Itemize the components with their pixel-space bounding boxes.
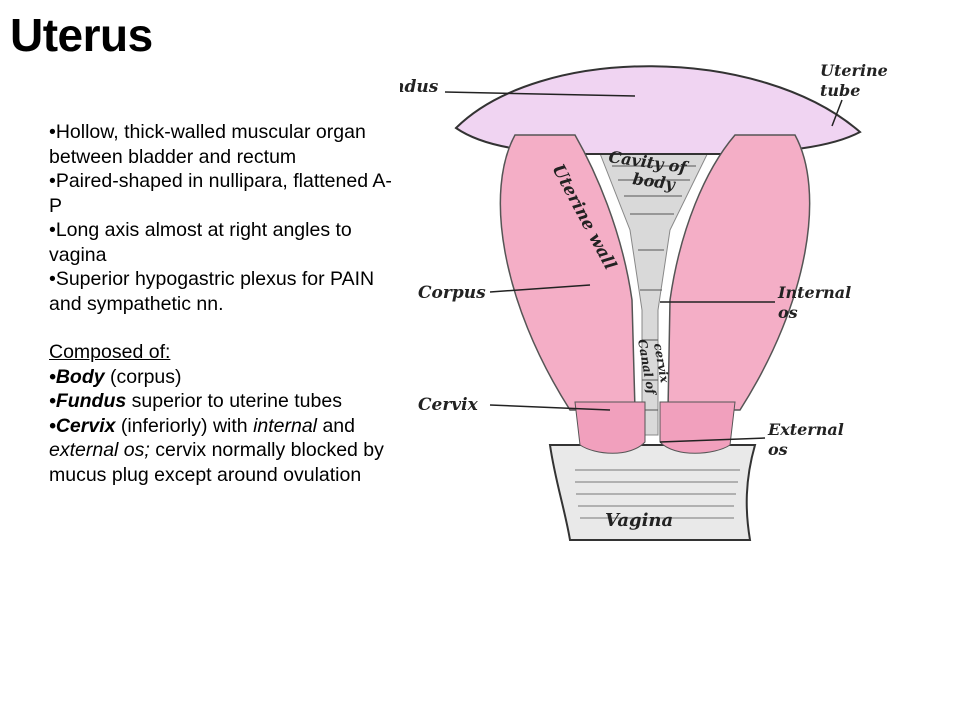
cervix-right bbox=[659, 401, 736, 454]
label-uterine-tube-1: Uterine bbox=[820, 61, 888, 80]
uterus-diagram: Fundus Uterine tube Cavity of body Uteri… bbox=[400, 61, 888, 541]
left-uterine-wall bbox=[499, 134, 636, 411]
description-text: •Hollow, thick-walled muscular organ bet… bbox=[49, 120, 394, 487]
slide-title: Uterus bbox=[10, 9, 153, 61]
composed-fundus: •Fundus superior to uterine tubes bbox=[49, 390, 342, 412]
composed-cervix: •Cervix (inferiorly) with internal and e… bbox=[49, 414, 384, 486]
corpus-leader bbox=[489, 284, 591, 293]
uterine-cavity bbox=[589, 127, 721, 436]
label-external-os-1: External bbox=[767, 420, 844, 439]
composed-body: •Body (corpus) bbox=[49, 365, 182, 388]
label-vagina: Vagina bbox=[605, 510, 673, 531]
label-canal-2: cervix bbox=[651, 342, 672, 385]
right-uterine-wall bbox=[667, 134, 811, 411]
label-uterine-tube-2: tube bbox=[820, 81, 860, 100]
external-os-leader bbox=[659, 437, 766, 443]
cervix-leader bbox=[489, 404, 611, 411]
bullet-plexus: •Superior hypogastric plexus for PAIN an… bbox=[49, 268, 375, 315]
vagina-shape bbox=[548, 444, 757, 541]
label-internal-os-2: os bbox=[778, 303, 798, 322]
uterine-tube-leader bbox=[831, 99, 843, 127]
cervix-left bbox=[574, 401, 646, 454]
label-corpus: Corpus bbox=[418, 283, 486, 303]
label-fundus: Fundus bbox=[400, 77, 439, 97]
bullet-axis: •Long axis almost at right angles to vag… bbox=[49, 219, 352, 266]
label-cervix: Cervix bbox=[418, 395, 479, 415]
bullet-hollow: •Hollow, thick-walled muscular organ bet… bbox=[49, 121, 366, 168]
label-internal-os-1: Internal bbox=[777, 283, 851, 302]
label-external-os-2: os bbox=[768, 440, 788, 459]
bullet-shape: •Paired-shaped in nullipara, flattened A… bbox=[49, 170, 392, 217]
fundus-leader bbox=[444, 91, 636, 97]
composed-heading: Composed of: bbox=[49, 341, 171, 363]
